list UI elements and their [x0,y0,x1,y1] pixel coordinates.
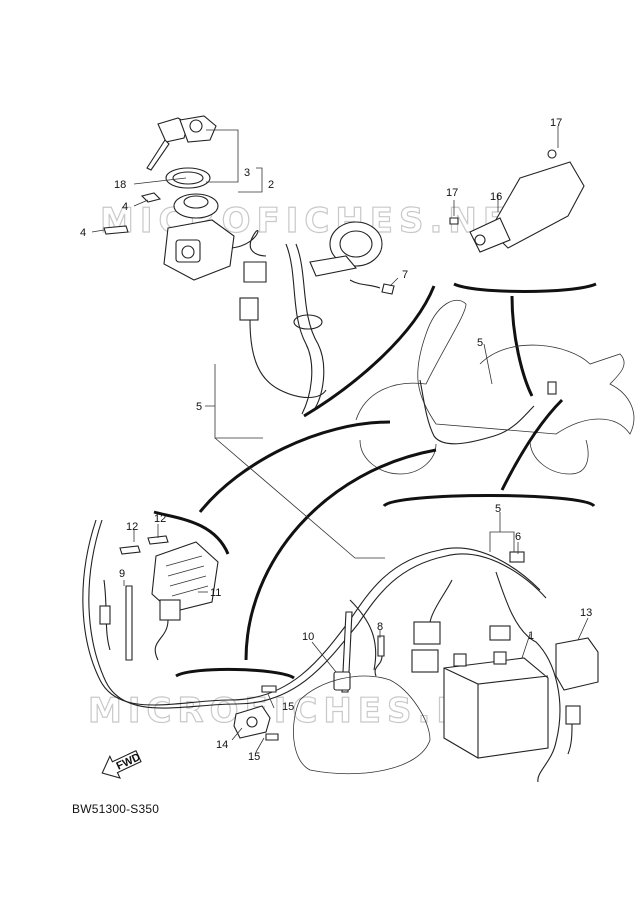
callout-9: 9 [119,568,125,580]
key-illustration [146,115,217,171]
center-parts [293,611,431,775]
callout-5-scooter: 5 [477,337,483,349]
diagram-code: BW51300-S350 [72,802,160,816]
callout-16: 16 [490,191,502,203]
callout-4-upper: 4 [122,201,128,213]
callout-4-lower: 4 [80,227,86,239]
ignition-switch-assembly [103,115,327,399]
rectifier-11 [151,541,219,613]
fuse-box-lower [411,649,439,673]
callout-5-left: 5 [196,401,202,413]
cable-tie-9 [125,585,133,661]
callout-11: 11 [210,587,221,599]
callout-13: 13 [580,607,592,619]
callout-10: 10 [302,631,314,643]
callout-12-right: 12 [154,513,166,525]
fuse-6 [509,551,525,563]
switch-connector [239,297,259,321]
callout-17-left: 17 [446,187,458,199]
callout-17-top: 17 [550,117,562,129]
detail-leader-left [198,420,391,513]
callout-15-upper: 15 [282,701,294,713]
detail-bracket-sensor [175,667,295,680]
screw-4-upper [140,192,162,203]
callout-7: 7 [402,269,408,281]
relay-13 [555,637,599,691]
battery-assembly [411,551,599,759]
callout-2: 2 [268,179,274,191]
detail-leader-battery [500,398,564,491]
battery-connector-cap [489,625,511,641]
bolt-17-top [547,149,557,159]
battery-terminal-right [493,651,507,665]
bolt-12-left [119,545,141,555]
horn-bolt-7 [381,283,395,295]
detail-bracket-right [453,282,597,293]
battery-1 [443,657,549,759]
bolt-17-left [449,217,459,225]
bracket-assembly [449,149,585,253]
fwd-label: FWD [115,751,143,772]
detail-leader-horn [303,285,436,418]
callout-12-left: 12 [126,521,138,533]
callout-15-lower: 15 [248,751,260,763]
horn-assembly [285,221,395,415]
callout-6: 6 [515,531,521,543]
rectifier-connector [159,599,181,621]
bolt-8 [377,635,385,657]
callout-5-battery: 5 [495,503,501,515]
callout-14: 14 [216,739,228,751]
sensor-assembly [233,685,279,741]
detail-leader-bottom [244,448,437,661]
detail-bracket-battery [382,494,596,508]
battery-terminal-left [453,653,467,667]
callout-8: 8 [377,621,383,633]
callout-3: 3 [244,167,250,179]
callout-18: 18 [114,179,126,191]
scooter-silhouette [355,299,635,475]
screw-4-lower [103,225,129,235]
fwd-arrow-icon: FWD [101,749,143,779]
leader-lines [91,126,589,753]
rectifier-regulator [119,535,219,661]
relay-connector [565,705,581,725]
bolt-12-right [147,535,169,545]
screw-15-bottom [265,733,279,741]
screw-15-top [261,685,277,693]
detail-bracket-rectifier [153,510,230,555]
callout-1: 1 [528,630,534,642]
detail-leader-right [510,295,534,397]
wire-harness [82,519,561,783]
fuse-box-upper [413,621,441,645]
